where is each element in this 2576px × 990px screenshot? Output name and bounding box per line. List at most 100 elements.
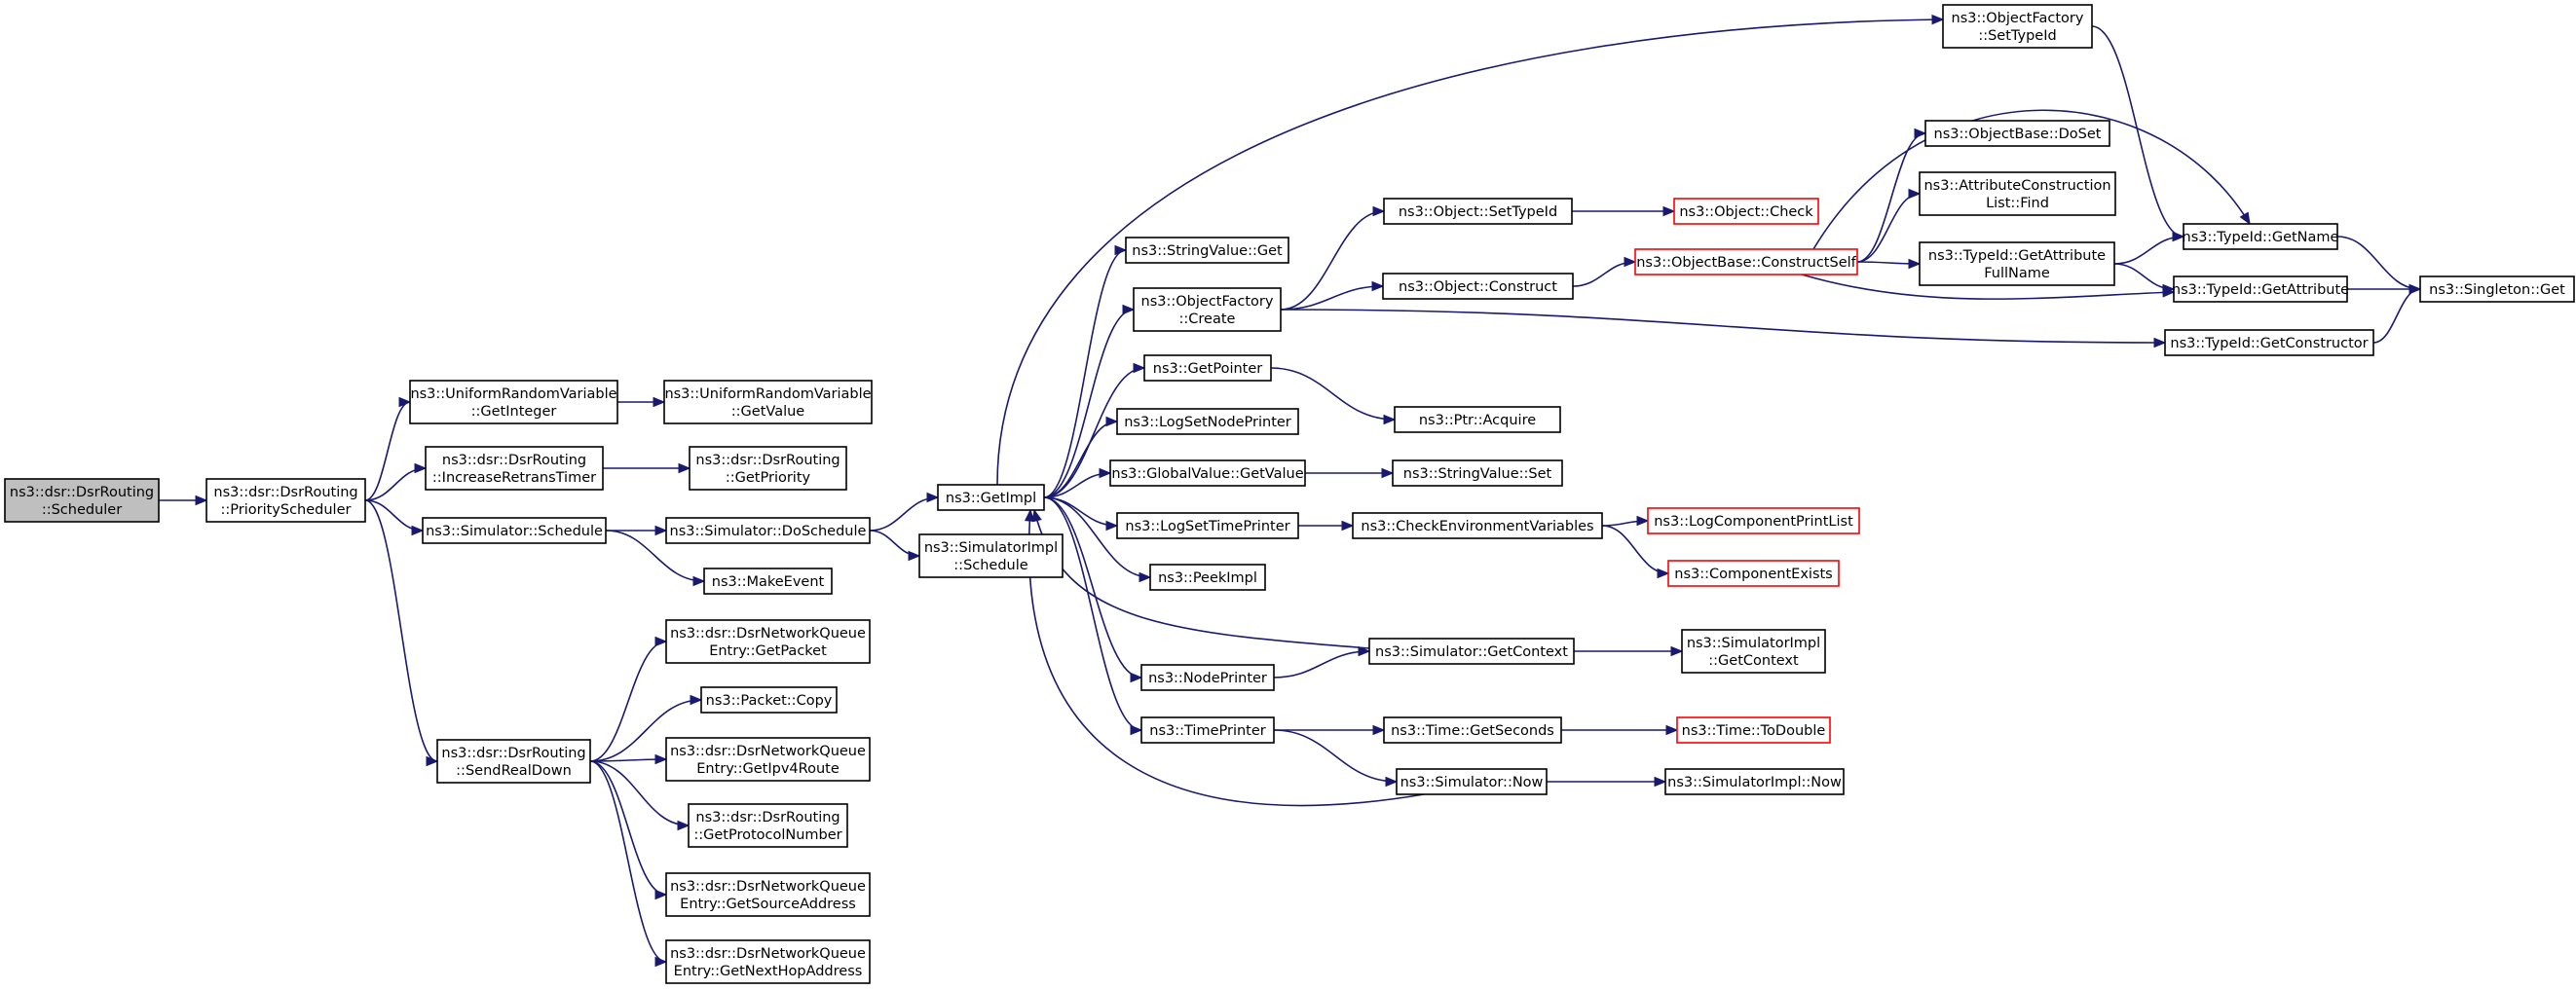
node-time-todouble[interactable]: ns3::Time::ToDouble <box>1676 716 1831 744</box>
node-label: ns3::GetImpl <box>946 491 1036 506</box>
node-timeprinter[interactable]: ns3::TimePrinter <box>1140 716 1275 744</box>
node-logsettimeprinter[interactable]: ns3::LogSetTimePrinter <box>1116 512 1299 539</box>
node-label: ::GetValue <box>731 404 805 420</box>
edge-line <box>1801 274 2175 300</box>
node-box <box>1109 459 1306 487</box>
node-object-construct[interactable]: ns3::Object::Construct <box>1382 273 1574 300</box>
edge-send-real-down-to-nq-getipv4route <box>589 753 668 765</box>
node-box <box>1133 287 1282 332</box>
node-label: ns3::dsr::DsrRouting <box>213 485 357 500</box>
node-box <box>1383 198 1573 225</box>
node-logcomponentprintlist[interactable]: ns3::LogComponentPrintList <box>1647 507 1860 534</box>
node-object-settypeid[interactable]: ns3::Object::SetTypeId <box>1383 198 1573 225</box>
edge-typeid-getattrfullname-to-typeid-getattribute <box>2113 263 2176 295</box>
edge-arrowhead <box>1099 467 1112 479</box>
edge-arrowhead <box>654 889 668 900</box>
node-nodeprinter[interactable]: ns3::NodePrinter <box>1140 664 1275 691</box>
edge-objfactory-create-to-typeid-getconstructor <box>1280 309 2167 348</box>
node-label: ::SetTypeId <box>1978 28 2056 44</box>
node-box <box>1681 629 1826 674</box>
node-sim-doschedule[interactable]: ns3::Simulator::DoSchedule <box>665 517 871 544</box>
node-get-protocol-number[interactable]: ns3::dsr::DsrRouting::GetProtocolNumber <box>688 803 848 848</box>
node-send-real-down[interactable]: ns3::dsr::DsrRouting::SendRealDown <box>436 739 591 784</box>
edge-check-env-vars-to-componentexists <box>1601 525 1670 579</box>
edge-line <box>1273 729 1398 783</box>
edge-arrowhead <box>411 525 425 536</box>
edge-arrowhead <box>1670 645 1684 657</box>
node-objfactory-settypeid[interactable]: ns3::ObjectFactory::SetTypeId <box>1942 4 2093 49</box>
node-box <box>1352 512 1603 539</box>
node-typeid-getconstructor[interactable]: ns3::TypeId::GetConstructor <box>2164 329 2374 356</box>
edge-send-real-down-to-nq-getpacket <box>589 636 668 762</box>
node-simimpl-now[interactable]: ns3::SimulatorImpl::Now <box>1664 768 1845 795</box>
node-get-priority[interactable]: ns3::dsr::DsrRouting::GetPriority <box>689 446 847 491</box>
node-sim-now[interactable]: ns3::Simulator::Now <box>1396 768 1548 795</box>
node-typeid-getname[interactable]: ns3::TypeId::GetName <box>2183 223 2339 250</box>
node-globalvalue-getvalue[interactable]: ns3::GlobalValue::GetValue <box>1109 459 1306 487</box>
node-singleton-get[interactable]: ns3::Singleton::Get <box>2419 275 2575 303</box>
node-sim-getcontext[interactable]: ns3::Simulator::GetContext <box>1368 638 1575 665</box>
node-label: ns3::Simulator::Schedule <box>426 524 603 539</box>
node-increase-retrans[interactable]: ns3::dsr::DsrRouting::IncreaseRetransTim… <box>425 446 604 491</box>
edge-getimpl-to-stringvalue-get <box>1043 244 1128 498</box>
node-peekimpl[interactable]: ns3::PeekImpl <box>1149 564 1266 591</box>
edge-arrowhead <box>1024 508 1035 522</box>
node-box <box>918 533 1064 578</box>
node-priority-scheduler[interactable]: ns3::dsr::DsrRouting::PriorityScheduler <box>205 478 366 523</box>
node-box <box>1382 273 1574 300</box>
node-typeid-getattribute[interactable]: ns3::TypeId::GetAttribute <box>2172 275 2349 303</box>
node-componentexists[interactable]: ns3::ComponentExists <box>1667 560 1840 587</box>
node-label: ns3::dsr::DsrNetworkQueue <box>670 744 866 759</box>
node-box <box>1116 408 1299 435</box>
node-label: ns3::SimulatorImpl <box>924 540 1058 556</box>
node-label: ns3::TimePrinter <box>1149 723 1266 739</box>
node-simimpl-schedule[interactable]: ns3::SimulatorImpl::Schedule <box>918 533 1064 578</box>
node-nq-getpacket[interactable]: ns3::dsr::DsrNetworkQueueEntry::GetPacke… <box>665 619 871 664</box>
node-nq-getsourceaddress[interactable]: ns3::dsr::DsrNetworkQueueEntry::GetSourc… <box>665 872 871 917</box>
node-urv-getinteger[interactable]: ns3::UniformRandomVariable::GetInteger <box>409 380 618 424</box>
edge-line <box>1043 496 1142 731</box>
node-box <box>1368 638 1575 665</box>
node-getimpl[interactable]: ns3::GetImpl <box>937 484 1045 511</box>
edge-arrowhead <box>1931 14 1945 25</box>
node-label: ns3::NodePrinter <box>1148 671 1267 686</box>
node-make-event[interactable]: ns3::MakeEvent <box>703 568 833 595</box>
node-box <box>1140 664 1275 691</box>
edge-arrowhead <box>1114 244 1128 256</box>
node-check-env-vars[interactable]: ns3::CheckEnvironmentVariables <box>1352 512 1603 539</box>
edge-arrowhead <box>1624 256 1637 268</box>
node-ptr-acquire[interactable]: ns3::Ptr::Acquire <box>1394 406 1561 433</box>
edge-arrowhead <box>1908 188 1922 200</box>
node-label: ns3::AttributeConstruction <box>1923 178 2110 194</box>
node-box <box>4 478 160 523</box>
node-stringvalue-get[interactable]: ns3::StringValue::Get <box>1125 237 1289 264</box>
edge-typeid-getconstructor-to-singleton-get <box>2372 283 2422 344</box>
node-box <box>1664 768 1845 795</box>
node-urv-getvalue[interactable]: ns3::UniformRandomVariable::GetValue <box>663 380 873 424</box>
node-getpointer[interactable]: ns3::GetPointer <box>1143 354 1272 382</box>
node-label: ns3::LogSetTimePrinter <box>1125 519 1289 534</box>
node-objbase-constructself[interactable]: ns3::ObjectBase::ConstructSelf <box>1634 248 1858 275</box>
edge-priority-scheduler-to-send-real-down <box>364 499 439 767</box>
node-nq-getnexthopaddress[interactable]: ns3::dsr::DsrNetworkQueueEntry::GetNextH… <box>665 939 871 984</box>
node-simimpl-getcontext[interactable]: ns3::SimulatorImpl::GetContext <box>1681 629 1826 674</box>
node-object-check[interactable]: ns3::Object::Check <box>1673 198 1819 225</box>
node-box <box>2419 275 2575 303</box>
node-box <box>1394 406 1561 433</box>
edge-line <box>2336 236 2421 290</box>
node-nq-getipv4route[interactable]: ns3::dsr::DsrNetworkQueueEntry::GetIpv4R… <box>665 737 871 782</box>
node-scheduler[interactable]: ns3::dsr::DsrRouting::Scheduler <box>4 478 160 523</box>
node-objfactory-create[interactable]: ns3::ObjectFactory::Create <box>1133 287 1282 332</box>
edge-increase-retrans-to-get-priority <box>603 462 691 474</box>
node-packet-copy[interactable]: ns3::Packet::Copy <box>700 686 838 714</box>
edge-arrowhead <box>677 820 691 831</box>
node-time-getseconds[interactable]: ns3::Time::GetSeconds <box>1383 716 1562 744</box>
edge-sim-now-to-simimpl-now <box>1547 776 1667 788</box>
node-stringvalue-set[interactable]: ns3::StringValue::Set <box>1392 459 1563 487</box>
node-box <box>665 517 871 544</box>
node-sim-schedule[interactable]: ns3::Simulator::Schedule <box>422 517 607 544</box>
node-objbase-doset[interactable]: ns3::ObjectBase::DoSet <box>1924 120 2110 147</box>
node-logsetnodeprinter[interactable]: ns3::LogSetNodePrinter <box>1116 408 1299 435</box>
